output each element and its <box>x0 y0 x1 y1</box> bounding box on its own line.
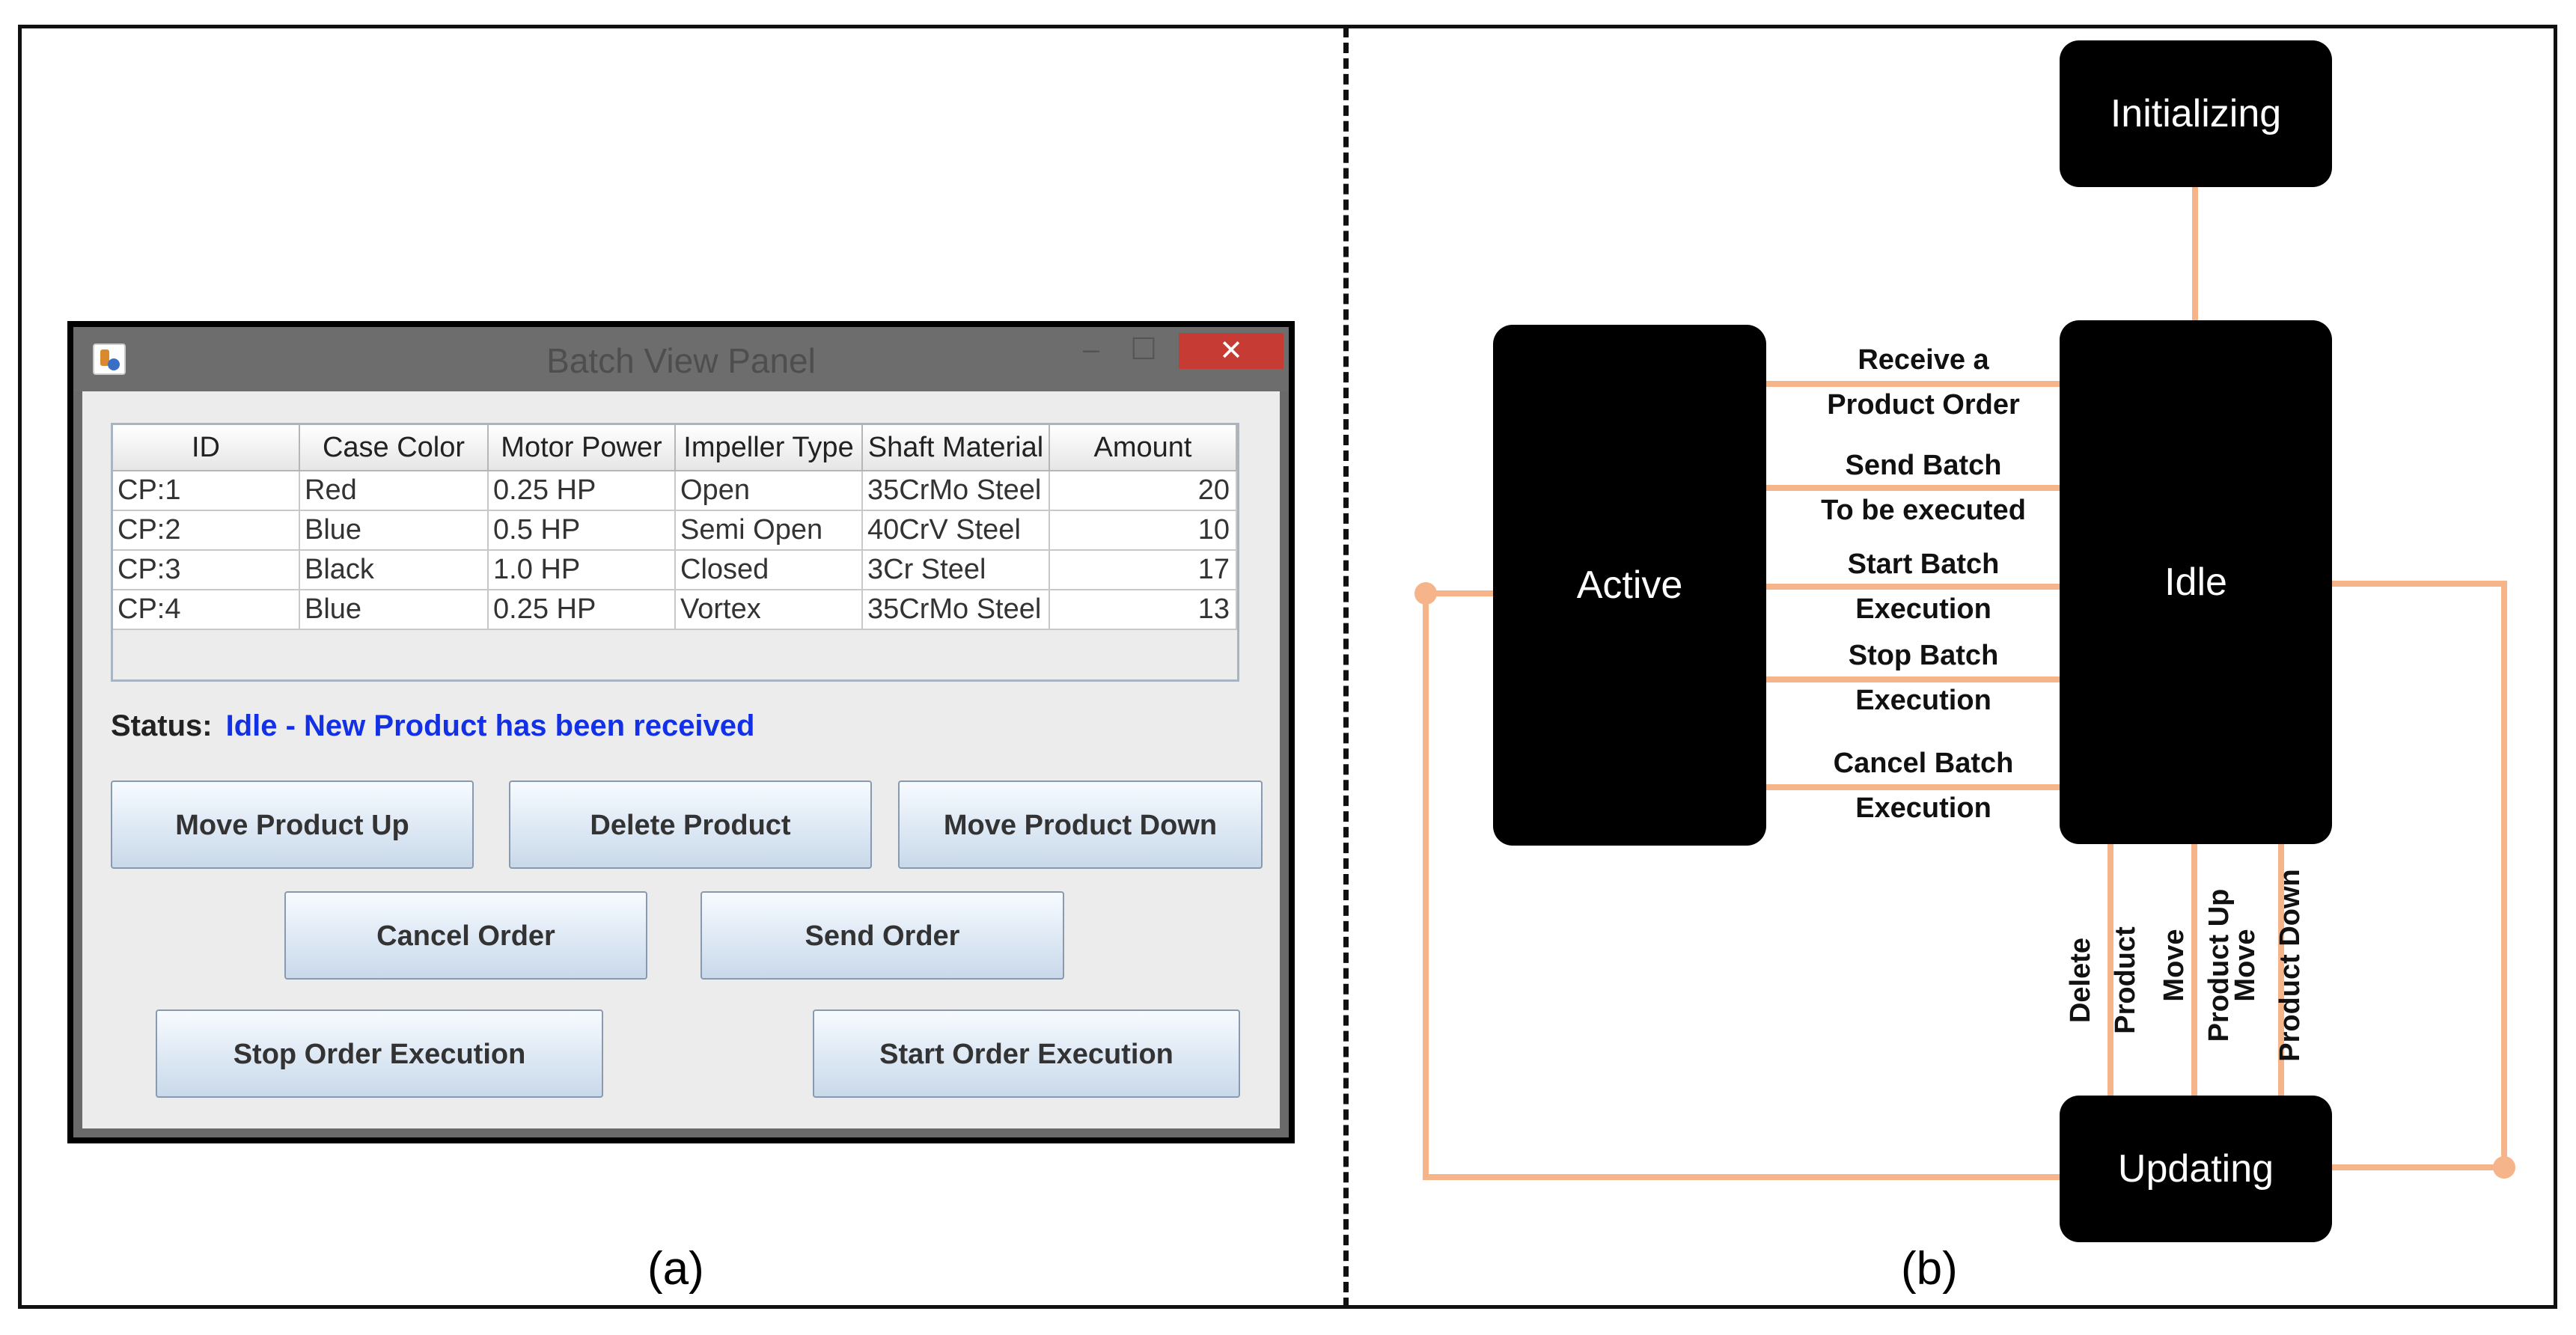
label-line: Start Batch <box>1847 549 2000 580</box>
state-initializing: Initializing <box>2060 40 2332 187</box>
dashed-divider <box>1343 27 1349 1308</box>
cell-amount: 13 <box>1050 590 1237 630</box>
cell-id: CP:3 <box>113 551 300 590</box>
table-row[interactable]: CP:2 Blue 0.5 HP Semi Open 40CrV Steel 1… <box>113 511 1237 551</box>
maximize-button[interactable]: ☐ <box>1130 333 1157 366</box>
label-delete-product: Delete Product <box>2058 868 2148 1093</box>
table-body: CP:1 Red 0.25 HP Open 35CrMo Steel 20 CP… <box>113 471 1237 630</box>
label-line: Move <box>2158 929 2190 1002</box>
label-line: Execution <box>1855 685 1991 716</box>
cell-amount: 17 <box>1050 551 1237 590</box>
label-line: Send Batch <box>1845 450 2002 481</box>
label-line: Move <box>2229 929 2261 1002</box>
junction-dot-updating <box>2493 1156 2515 1179</box>
arrow-updating-to-idle <box>2301 584 2507 1170</box>
window-client-area: ID Case Color Motor Power Impeller Type … <box>82 391 1280 1128</box>
stop-order-execution-button[interactable]: Stop Order Execution <box>156 1009 603 1098</box>
arrow-active-to-updating <box>1423 590 2075 1177</box>
label-line: Execution <box>1855 792 1991 824</box>
column-header-shaft-material[interactable]: Shaft Material <box>863 425 1050 471</box>
minimize-button[interactable]: – <box>1082 333 1100 366</box>
table-header: ID Case Color Motor Power Impeller Type … <box>113 425 1237 471</box>
batch-view-window: Batch View Panel – ☐ ✕ ID Case Color Mot… <box>67 321 1295 1143</box>
label-send-batch: Send Batch To be executed <box>1781 443 2066 533</box>
cell-shaft-material: 35CrMo Steel <box>863 590 1050 630</box>
cell-amount: 20 <box>1050 471 1237 511</box>
cell-shaft-material: 3Cr Steel <box>863 551 1050 590</box>
delete-product-button[interactable]: Delete Product <box>509 780 872 869</box>
cell-motor-power: 0.25 HP <box>489 590 676 630</box>
cell-motor-power: 0.5 HP <box>489 511 676 551</box>
state-active: Active <box>1493 325 1766 846</box>
cell-impeller-type: Open <box>676 471 863 511</box>
label-receive-order: Receive a Product Order <box>1781 337 2066 427</box>
label-line: Receive a <box>1858 344 1989 376</box>
caption-a: (a) <box>647 1243 704 1295</box>
junction-dot-active <box>1414 582 1437 605</box>
label-line: To be executed <box>1821 495 2026 526</box>
cell-shaft-material: 40CrV Steel <box>863 511 1050 551</box>
start-order-execution-button[interactable]: Start Order Execution <box>813 1009 1240 1098</box>
close-button[interactable]: ✕ <box>1179 333 1284 369</box>
send-order-button[interactable]: Send Order <box>701 891 1064 980</box>
column-header-amount[interactable]: Amount <box>1050 425 1237 471</box>
cell-amount: 10 <box>1050 511 1237 551</box>
caption-b: (b) <box>1901 1243 1958 1295</box>
java-app-icon <box>93 343 126 375</box>
cell-id: CP:4 <box>113 590 300 630</box>
move-product-up-button[interactable]: Move Product Up <box>111 780 474 869</box>
figure-frame <box>18 25 2557 1309</box>
cell-impeller-type: Closed <box>676 551 863 590</box>
cell-case-color: Blue <box>300 511 489 551</box>
column-header-id[interactable]: ID <box>113 425 300 471</box>
label-stop-batch: Stop Batch Execution <box>1781 633 2066 723</box>
cell-id: CP:1 <box>113 471 300 511</box>
cell-impeller-type: Semi Open <box>676 511 863 551</box>
label-move-product-down: Move Product Down <box>2223 831 2313 1100</box>
label-line: Product Order <box>1827 389 2020 421</box>
label-line: Product <box>2110 926 2141 1034</box>
cell-case-color: Black <box>300 551 489 590</box>
cell-id: CP:2 <box>113 511 300 551</box>
cell-impeller-type: Vortex <box>676 590 863 630</box>
label-line: Cancel Batch <box>1833 748 2014 779</box>
state-updating: Updating <box>2060 1096 2332 1242</box>
label-line: Product Down <box>2274 869 2306 1062</box>
window-title: Batch View Panel <box>546 341 816 380</box>
table-row[interactable]: CP:1 Red 0.25 HP Open 35CrMo Steel 20 <box>113 471 1237 511</box>
cell-motor-power: 0.25 HP <box>489 471 676 511</box>
status-label: Status: <box>111 709 213 742</box>
table-row[interactable]: CP:3 Black 1.0 HP Closed 3Cr Steel 17 <box>113 551 1237 590</box>
label-line: Execution <box>1855 593 1991 625</box>
cell-shaft-material: 35CrMo Steel <box>863 471 1050 511</box>
table-row[interactable]: CP:4 Blue 0.25 HP Vortex 35CrMo Steel 13 <box>113 590 1237 630</box>
state-idle: Idle <box>2060 320 2332 844</box>
cell-case-color: Red <box>300 471 489 511</box>
label-line: Stop Batch <box>1848 640 1999 671</box>
cell-motor-power: 1.0 HP <box>489 551 676 590</box>
column-header-case-color[interactable]: Case Color <box>300 425 489 471</box>
status-line: Status: Idle - New Product has been recei… <box>111 709 754 743</box>
batch-table[interactable]: ID Case Color Motor Power Impeller Type … <box>111 423 1239 682</box>
title-bar[interactable]: Batch View Panel – ☐ ✕ <box>73 327 1289 391</box>
cell-case-color: Blue <box>300 590 489 630</box>
status-value: Idle - New Product has been received <box>225 709 755 742</box>
label-cancel-batch: Cancel Batch Execution <box>1781 741 2066 831</box>
label-line: Delete <box>2065 937 2096 1024</box>
cancel-order-button[interactable]: Cancel Order <box>284 891 647 980</box>
column-header-impeller-type[interactable]: Impeller Type <box>676 425 863 471</box>
move-product-down-button[interactable]: Move Product Down <box>898 780 1263 869</box>
label-start-batch: Start Batch Execution <box>1781 542 2066 632</box>
column-header-motor-power[interactable]: Motor Power <box>489 425 676 471</box>
